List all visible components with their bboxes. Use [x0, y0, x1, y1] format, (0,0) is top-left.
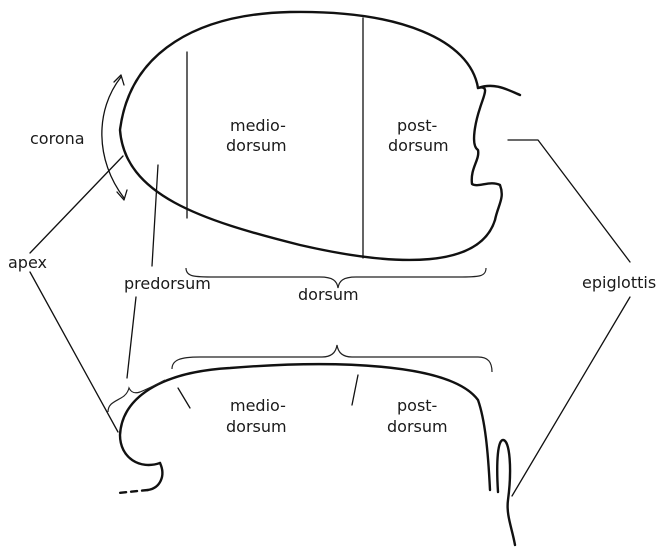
bottom-tongue-underside	[148, 463, 162, 490]
label-apex: apex	[8, 253, 47, 272]
label-epiglottis: epiglottis	[582, 273, 656, 292]
predorsum-line-bottom	[127, 297, 136, 378]
label-bottom-medio-line1: medio-	[230, 396, 286, 415]
label-bottom-post-line1: post-	[397, 396, 437, 415]
label-top-medio-line2: dorsum	[226, 136, 287, 155]
bottom-tongue-dashed	[118, 490, 148, 493]
apex-line-bottom	[30, 272, 118, 432]
label-corona: corona	[30, 129, 85, 148]
apex-line-top	[30, 156, 123, 253]
label-predorsum: predorsum	[124, 274, 211, 293]
label-bottom-post-line2: dorsum	[387, 417, 448, 436]
epiglottis-line-bottom	[512, 297, 630, 496]
bottom-predorsum-divider	[178, 388, 190, 408]
label-bottom-medio-line2: dorsum	[226, 417, 287, 436]
label-dorsum: dorsum	[298, 285, 359, 304]
epiglottis-line-top	[508, 140, 630, 262]
bottom-postdorsum-divider	[352, 375, 358, 405]
label-top-post-line2: dorsum	[388, 136, 449, 155]
bottom-epiglottis	[497, 440, 515, 545]
label-top-medio-line1: medio-	[230, 116, 286, 135]
label-top-post-line1: post-	[397, 116, 437, 135]
apex-small-brace	[108, 380, 165, 412]
predorsum-line-top	[152, 165, 158, 266]
